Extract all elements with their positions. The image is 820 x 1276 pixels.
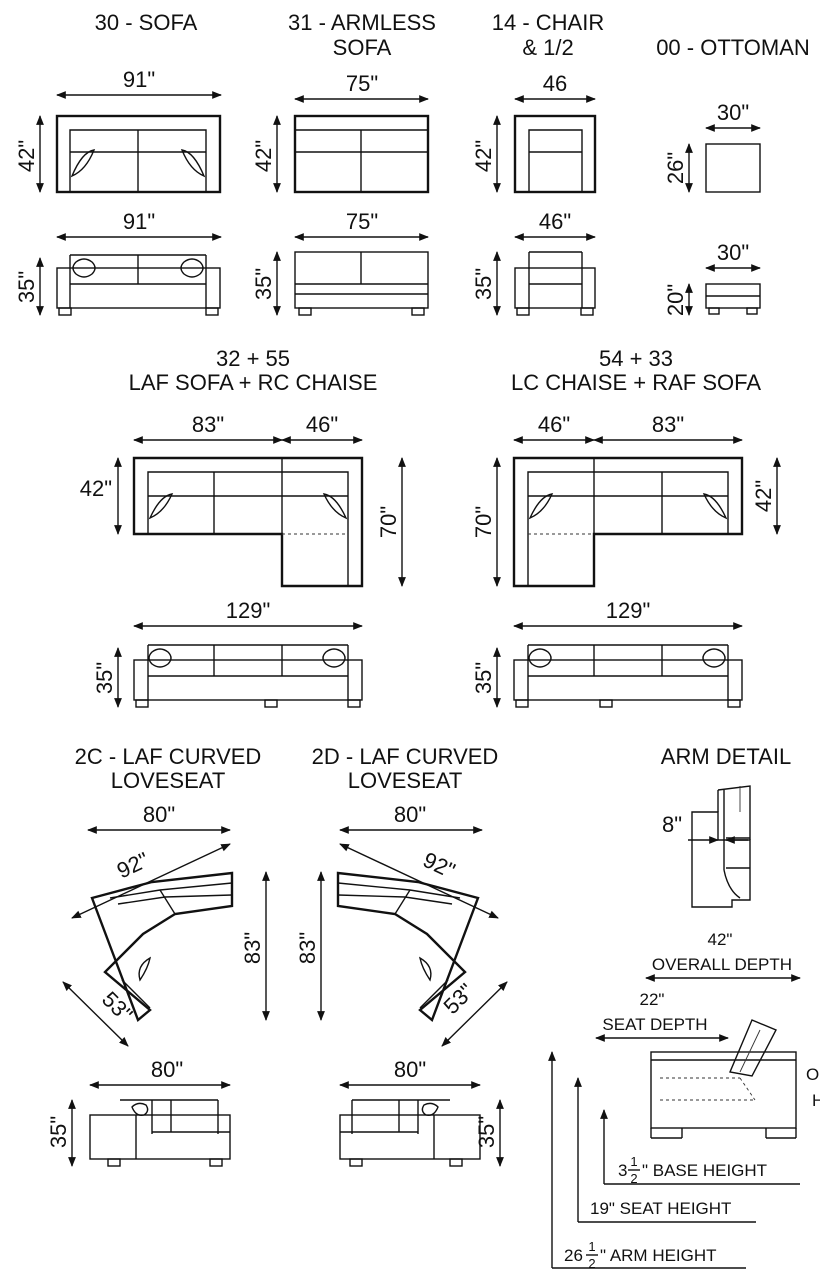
title-2d-line2: LOVESEAT xyxy=(348,768,463,793)
raf-total-width-label: 129" xyxy=(606,598,651,623)
raf-sectional-top-view xyxy=(512,456,744,588)
base-height-fraction-den: 2 xyxy=(630,1171,637,1186)
curved-2d-width-label: 80" xyxy=(394,802,426,827)
cutoff-letter-o: O xyxy=(806,1065,819,1084)
cutoff-letter-h: H xyxy=(812,1091,820,1110)
title-raf-line1: 54 + 33 xyxy=(599,346,673,371)
armless-width-label: 75" xyxy=(346,71,378,96)
section-titles: 30 - SOFA 31 - ARMLESS SOFA 14 - CHAIR &… xyxy=(75,10,810,793)
curved-2d-diagonal-label: 92" xyxy=(419,847,459,883)
arm-width-label: 8" xyxy=(662,812,682,837)
raf-length-label: 70" xyxy=(471,506,496,538)
title-sofa: 30 - SOFA xyxy=(95,10,198,35)
chair-width-label: 46 xyxy=(543,71,567,96)
arm-detail-drawing xyxy=(691,785,751,908)
laf-length-label: 70" xyxy=(376,506,401,538)
arm-height-whole: 26 xyxy=(564,1246,583,1265)
side-profile-drawing xyxy=(650,1019,797,1139)
chair-depth-label: 42" xyxy=(471,140,496,172)
title-raf-line2: LC CHAISE + RAF SOFA xyxy=(511,370,761,395)
title-armless-line2: SOFA xyxy=(333,35,392,60)
curved-2d-front-width-label: 80" xyxy=(394,1057,426,1082)
base-height-fraction-num: 1 xyxy=(630,1154,637,1169)
curved-2d-depth-label: 83" xyxy=(295,932,320,964)
sofa-top-view xyxy=(55,114,222,194)
ottoman-width-label: 30" xyxy=(717,100,749,125)
armless-front-width-label: 75" xyxy=(346,209,378,234)
title-chair-line2: & 1/2 xyxy=(522,35,573,60)
base-height-whole: 3 xyxy=(618,1161,627,1180)
armless-front-view xyxy=(294,251,429,316)
chair-top-view xyxy=(513,114,597,194)
chair-height-label: 35" xyxy=(471,268,496,300)
title-arm-detail: ARM DETAIL xyxy=(661,744,791,769)
curved-2c-front-width-label: 80" xyxy=(151,1057,183,1082)
ottoman-front-view xyxy=(705,283,761,315)
sofa-depth-label: 42" xyxy=(14,140,39,172)
arm-height-fraction-num: 1 xyxy=(588,1239,595,1254)
sofa-height-label: 35" xyxy=(14,271,39,303)
raf-depth-label: 42" xyxy=(751,480,776,512)
ottoman-front-width-label: 30" xyxy=(717,240,749,265)
armless-height-label: 35" xyxy=(251,268,276,300)
curved-2c-diagonal-label: 92" xyxy=(113,847,153,883)
armless-top-view xyxy=(293,114,430,194)
title-2c-line2: LOVESEAT xyxy=(111,768,226,793)
curved-2d-front-view xyxy=(339,1099,481,1167)
curved-2c-depth-label: 83" xyxy=(240,932,265,964)
title-chair-line1: 14 - CHAIR xyxy=(492,10,604,35)
sofa-front-width-label: 91" xyxy=(123,209,155,234)
raf-height-label: 35" xyxy=(471,662,496,694)
ottoman-height-label: 20" xyxy=(663,284,688,316)
laf-sofa-width-label: 83" xyxy=(192,412,224,437)
chair-front-view xyxy=(514,251,596,316)
overall-depth-label: OVERALL DEPTH xyxy=(652,955,792,974)
raf-sectional-front-view xyxy=(513,644,743,708)
curved-2c-front-view xyxy=(89,1099,231,1167)
base-height-label: " BASE HEIGHT xyxy=(642,1161,767,1180)
title-armless-line1: 31 - ARMLESS xyxy=(288,10,436,35)
laf-chaise-width-label: 46" xyxy=(306,412,338,437)
sofa-width-label: 91" xyxy=(123,67,155,92)
title-2d-line1: 2D - LAF CURVED xyxy=(312,744,499,769)
title-ottoman: 00 - OTTOMAN xyxy=(656,35,810,60)
ottoman-top-view xyxy=(705,143,761,193)
laf-depth-label: 42" xyxy=(80,476,112,501)
arm-height-fraction-den: 2 xyxy=(588,1256,595,1271)
raf-chaise-width-label: 46" xyxy=(538,412,570,437)
seat-depth-label: SEAT DEPTH xyxy=(602,1015,707,1034)
sofa-front-view xyxy=(56,254,221,316)
laf-total-width-label: 129" xyxy=(226,598,271,623)
ottoman-depth-label: 26" xyxy=(663,152,688,184)
arm-height-label: " ARM HEIGHT xyxy=(600,1246,717,1265)
curved-2c-height-label: 35" xyxy=(46,1116,71,1148)
title-laf-line1: 32 + 55 xyxy=(216,346,290,371)
seat-depth-value: 22" xyxy=(640,990,665,1009)
armless-depth-label: 42" xyxy=(251,140,276,172)
chair-front-width-label: 46" xyxy=(539,209,571,234)
raf-sofa-width-label: 83" xyxy=(652,412,684,437)
curved-2d-height-label: 35" xyxy=(474,1116,499,1148)
overall-depth-value: 42" xyxy=(708,930,733,949)
title-laf-line2: LAF SOFA + RC CHAISE xyxy=(129,370,378,395)
seat-height-label: 19" SEAT HEIGHT xyxy=(590,1199,731,1218)
laf-sectional-front-view xyxy=(133,644,363,708)
curved-2c-width-label: 80" xyxy=(143,802,175,827)
title-2c-line1: 2C - LAF CURVED xyxy=(75,744,262,769)
laf-height-label: 35" xyxy=(92,662,117,694)
laf-sectional-top-view xyxy=(132,456,364,588)
